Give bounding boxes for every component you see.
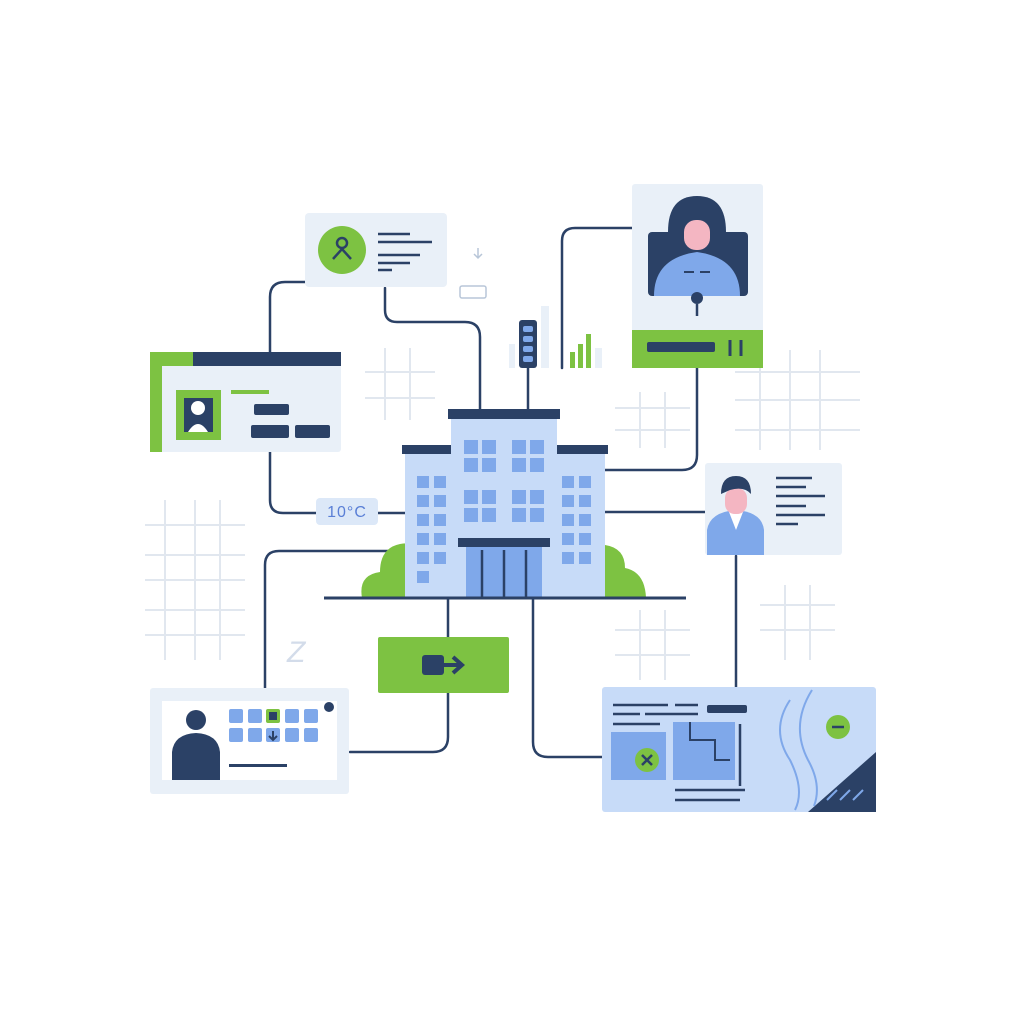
bar-graph-icon — [570, 334, 602, 368]
temperature-label: 10°C — [327, 504, 367, 521]
connector-access-card-hub — [383, 286, 482, 412]
connector-id-card-temp — [268, 450, 318, 515]
background-grid-decor — [145, 348, 860, 680]
connector-woman-hub — [603, 366, 699, 472]
person-silhouette-icon — [172, 710, 220, 780]
woman-avatar-icon — [654, 196, 740, 296]
office-building-icon — [324, 409, 686, 600]
small-down-arrow-icon — [459, 248, 487, 299]
connector-woman-card — [560, 226, 634, 370]
temperature-badge — [316, 498, 378, 525]
access-badge-card[interactable] — [305, 213, 447, 287]
connector-schedule-card — [263, 549, 407, 690]
connector-map-hub — [531, 596, 604, 759]
profile-man-card[interactable] — [705, 463, 842, 555]
profile-woman-card[interactable] — [632, 184, 763, 368]
text-placeholder-lines — [675, 788, 745, 802]
exit-arrow-icon — [422, 655, 466, 675]
text-placeholder-lines — [378, 232, 432, 272]
signal-tower-icon — [509, 306, 549, 368]
connector-schedule-hub — [348, 596, 450, 754]
exit-button[interactable] — [378, 637, 509, 693]
man-avatar-icon — [707, 476, 764, 555]
text-placeholder-lines — [776, 476, 825, 526]
schedule-card[interactable] — [150, 688, 349, 794]
floor-map-card[interactable] — [602, 687, 876, 812]
connector-access-card — [268, 280, 307, 354]
connector-lines — [263, 226, 738, 759]
sleep-glyph: Z — [286, 636, 307, 669]
text-placeholder-lines — [613, 703, 698, 726]
id-card[interactable] — [150, 352, 341, 452]
